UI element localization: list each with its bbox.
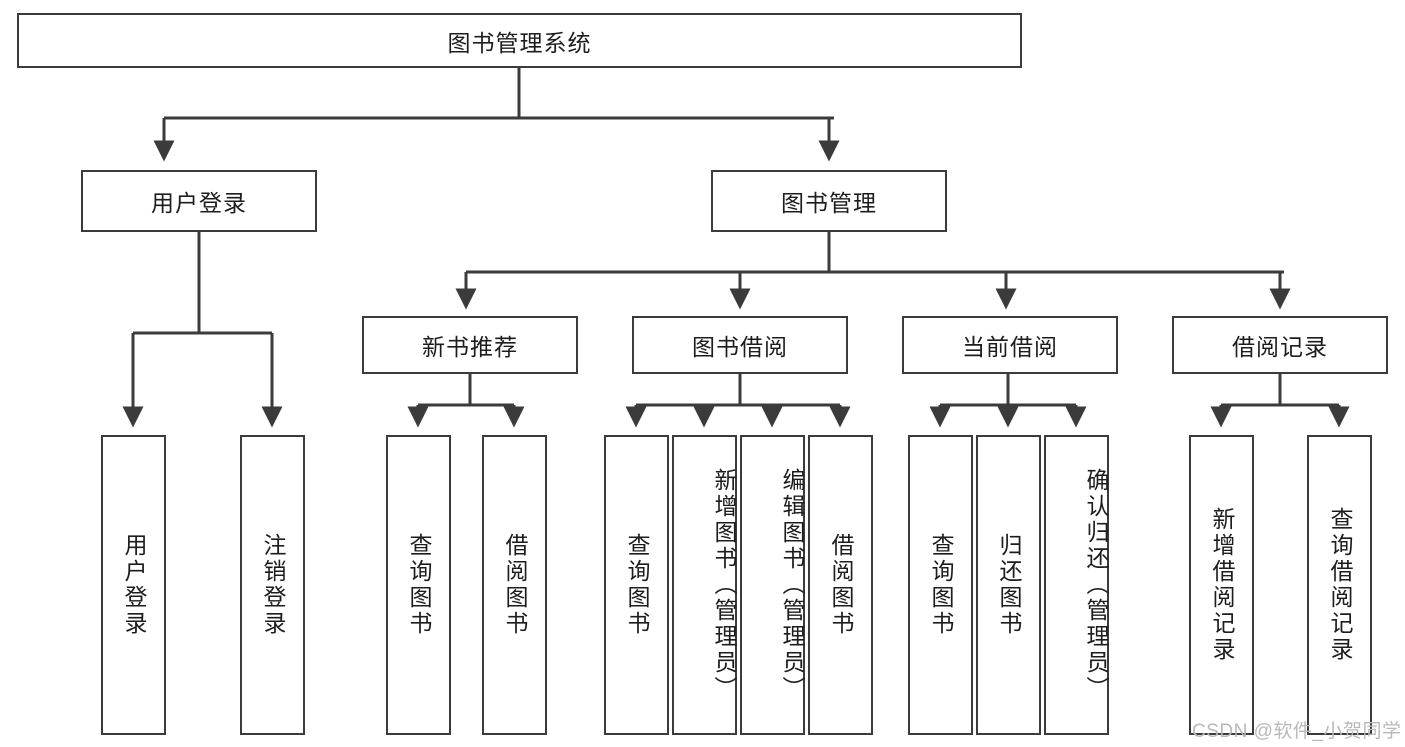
node-book-borrow[interactable]: 图书借阅 xyxy=(632,316,848,374)
leaf-label: 查询图书 xyxy=(928,533,954,637)
leaf-label: 新增借阅记录 xyxy=(1209,507,1235,663)
node-new-book-recommend[interactable]: 新书推荐 xyxy=(362,316,578,374)
leaf-logout[interactable]: 注销登录 xyxy=(240,435,305,735)
leaf-borrow-book-recommend[interactable]: 借阅图书 xyxy=(482,435,547,735)
leaf-label: 借阅图书 xyxy=(828,533,854,637)
leaf-query-book-recommend[interactable]: 查询图书 xyxy=(386,435,451,735)
leaf-query-book-current[interactable]: 查询图书 xyxy=(908,435,973,735)
leaf-label: 编辑图书（管理员） xyxy=(779,468,805,702)
leaf-user-login[interactable]: 用户登录 xyxy=(101,435,166,735)
leaf-add-borrow-record[interactable]: 新增借阅记录 xyxy=(1189,435,1254,735)
leaf-label: 注销登录 xyxy=(260,533,286,637)
leaf-query-borrow-record[interactable]: 查询借阅记录 xyxy=(1307,435,1372,735)
leaf-label: 确认归还（管理员） xyxy=(1083,468,1109,702)
node-root-system[interactable]: 图书管理系统 xyxy=(17,13,1022,68)
leaf-return-book[interactable]: 归还图书 xyxy=(976,435,1041,735)
watermark-credit: CSDN @软件_小贺同学 xyxy=(1192,721,1402,742)
leaf-label: 用户登录 xyxy=(121,533,147,637)
leaf-label: 查询图书 xyxy=(406,533,432,637)
leaf-label: 新增图书（管理员） xyxy=(711,468,737,702)
leaf-label: 查询图书 xyxy=(624,533,650,637)
node-book-management[interactable]: 图书管理 xyxy=(711,170,947,232)
leaf-label: 查询借阅记录 xyxy=(1327,507,1353,663)
node-user-login[interactable]: 用户登录 xyxy=(81,170,317,232)
node-borrow-record[interactable]: 借阅记录 xyxy=(1172,316,1388,374)
leaf-label: 归还图书 xyxy=(996,533,1022,637)
leaf-borrow-book[interactable]: 借阅图书 xyxy=(808,435,873,735)
node-current-borrow[interactable]: 当前借阅 xyxy=(902,316,1118,374)
leaf-edit-book-admin[interactable]: 编辑图书（管理员） xyxy=(740,435,805,735)
leaf-label: 借阅图书 xyxy=(502,533,528,637)
leaf-confirm-return-admin[interactable]: 确认归还（管理员） xyxy=(1044,435,1109,735)
leaf-query-book-borrow[interactable]: 查询图书 xyxy=(604,435,669,735)
leaf-add-book-admin[interactable]: 新增图书（管理员） xyxy=(672,435,737,735)
